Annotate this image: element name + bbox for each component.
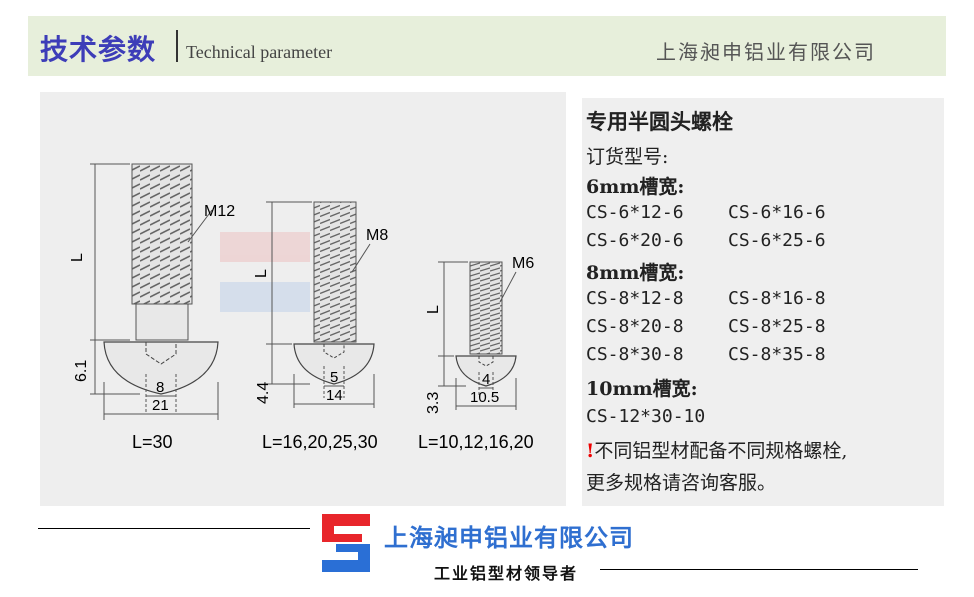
bolt-m6-head-height: 3.3 (425, 392, 442, 414)
bolt-m8: L 4.4 M8 5 14 L=16,20,25,30 (253, 201, 388, 452)
page-subtitle: Technical parameter (186, 42, 333, 62)
bolt-m12-head-width: 21 (152, 397, 169, 414)
footer-rule-right (600, 569, 918, 570)
model-code: CS-6*12-6 (586, 202, 684, 223)
note-line-2: 更多规格请咨询客服。 (586, 472, 777, 494)
spec-panel: 专用半圆头螺栓 订货型号: 6mm槽宽: CS-6*12-6 CS-6*16-6… (582, 98, 944, 506)
model-row: CS-12*30-10 (586, 406, 705, 427)
title-divider (176, 30, 178, 62)
bolt-m6-head-width: 10.5 (470, 389, 499, 406)
bolt-m12-thread: M12 (204, 203, 235, 220)
footer-company-name: 上海昶申铝业有限公司 (384, 523, 634, 552)
note-line-1: !不同铝型材配备不同规格螺栓, (586, 436, 847, 463)
bolt-m12-length: L=30 (132, 432, 173, 452)
bolt-m6-thread: M6 (512, 255, 534, 272)
bolt-m12-L-label: L (69, 253, 86, 262)
warning-icon: ! (586, 440, 595, 462)
bolt-m8-head-width: 14 (326, 387, 343, 404)
group-8mm-label: 8mm槽宽: (586, 262, 685, 284)
footer-rule-left (38, 528, 310, 529)
bolt-m6-L-label: L (425, 305, 442, 314)
bolt-m12-head-height: 6.1 (73, 360, 90, 382)
model-row: CS-6*12-6 CS-6*16-6 (586, 202, 826, 223)
footer-slogan: 工业铝型材领导者 (434, 564, 579, 583)
model-row: CS-6*20-6 CS-6*25-6 (586, 230, 826, 251)
header-banner: 技术参数 Technical parameter 上海昶申铝业有限公司 (28, 16, 946, 76)
group-10mm-label: 10mm槽宽: (586, 378, 698, 400)
bolt-m8-thread: M8 (366, 227, 388, 244)
model-code: CS-8*35-8 (728, 344, 826, 365)
model-row: CS-8*20-8 CS-8*25-8 (586, 316, 826, 337)
bolt-m12-hex: 8 (156, 379, 164, 396)
bolt-m12: L 6.1 M12 8 21 L=30 (69, 163, 235, 452)
model-row: CS-8*12-8 CS-8*16-8 (586, 288, 826, 309)
model-code: CS-8*16-8 (728, 288, 826, 309)
model-code: CS-6*20-6 (586, 230, 684, 251)
header-company-name: 上海昶申铝业有限公司 (656, 40, 876, 64)
bolt-m6-length: L=10,12,16,20 (418, 432, 534, 452)
spec-title: 专用半圆头螺栓 (586, 109, 733, 134)
bolt-m8-L-label: L (253, 269, 270, 278)
bolt-diagram-panel: L 6.1 M12 8 21 L=30 L 4.4 (40, 92, 566, 506)
model-code: CS-8*30-8 (586, 344, 684, 365)
bolt-m6: L 3.3 M6 4 10.5 L=10,12,16,20 (418, 255, 534, 452)
model-code: CS-8*20-8 (586, 316, 684, 337)
company-logo-icon (322, 514, 370, 572)
group-6mm-label: 6mm槽宽: (586, 176, 685, 198)
watermark-logo (220, 232, 310, 312)
note-text-1: 不同铝型材配备不同规格螺栓, (594, 440, 848, 462)
bolt-m8-hex: 5 (330, 369, 338, 386)
model-code: CS-8*12-8 (586, 288, 684, 309)
bolt-m8-length: L=16,20,25,30 (262, 432, 378, 452)
order-label: 订货型号: (586, 146, 669, 168)
bolt-m8-head-height: 4.4 (255, 382, 272, 404)
model-code: CS-12*30-10 (586, 406, 706, 427)
bolt-m6-hex: 4 (482, 371, 490, 388)
model-code: CS-8*25-8 (728, 316, 826, 337)
model-code: CS-6*25-6 (728, 230, 826, 251)
model-row: CS-8*30-8 CS-8*35-8 (586, 344, 826, 365)
page-title: 技术参数 (40, 33, 157, 66)
model-code: CS-6*16-6 (728, 202, 826, 223)
bolt-drawing: L 6.1 M12 8 21 L=30 L 4.4 (69, 163, 534, 452)
